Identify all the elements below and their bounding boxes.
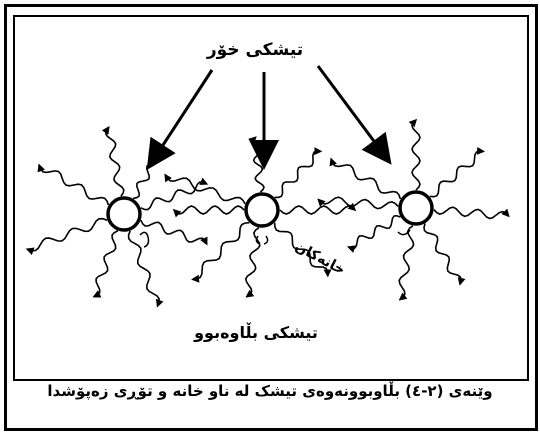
scattered-ray-left-3 [132, 143, 165, 200]
incoming-light-arrows [146, 65, 392, 171]
label-cells: خانەکان [292, 239, 348, 279]
scattered-ray-right-4 [433, 206, 510, 220]
scattered-ray-center-4 [279, 202, 357, 215]
diagram-area [13, 15, 529, 381]
curl-mark-left [139, 231, 150, 248]
scattered-ray-left-8 [25, 217, 108, 256]
curl-mark-right [397, 229, 411, 236]
curl-marks [139, 229, 411, 248]
scattered-ray-left-2 [101, 125, 125, 197]
cell-circle-center [244, 192, 280, 228]
scattered-ray-center-6 [244, 227, 261, 298]
scattered-ray-left-4 [140, 177, 209, 211]
scattered-ray-center-7 [191, 221, 250, 283]
scattered-ray-center-5 [273, 222, 332, 278]
scattered-ray-left-6 [127, 230, 164, 308]
cell-circle-left [106, 196, 142, 232]
label-sunlight: تیشکی خۆر [206, 40, 303, 60]
label-scattered-light: تیشکی بڵاوەبوو [193, 322, 318, 342]
scattered-ray-center-8 [172, 205, 245, 218]
scattered-ray-right-8 [317, 196, 399, 210]
curl-mark-center [255, 235, 269, 245]
scattered-ray-center-1 [164, 173, 246, 205]
scattered-ray-right-1 [329, 157, 402, 200]
scattered-ray-left-7 [92, 230, 119, 298]
scattered-ray-center-3 [274, 147, 323, 199]
scattered-ray-right-7 [346, 214, 401, 253]
scattered-ray-left-1 [37, 163, 110, 206]
scattered-ray-right-5 [423, 223, 466, 286]
cells [106, 190, 434, 232]
scattered-ray-right-2 [408, 118, 421, 191]
scattered-ray-right-6 [398, 225, 415, 301]
scattered-ray-right-3 [429, 146, 485, 198]
scattered-ray-left-5 [140, 219, 208, 246]
figure-caption: وێنەی (٢-٤) بڵاوبوونەوەی تیشک لە ناو خان… [47, 382, 493, 400]
incoming-arrow-left [146, 69, 214, 171]
cell-circle-right [398, 190, 434, 226]
incoming-arrow-right [316, 65, 392, 165]
scattered-ray-center-2 [248, 136, 265, 193]
